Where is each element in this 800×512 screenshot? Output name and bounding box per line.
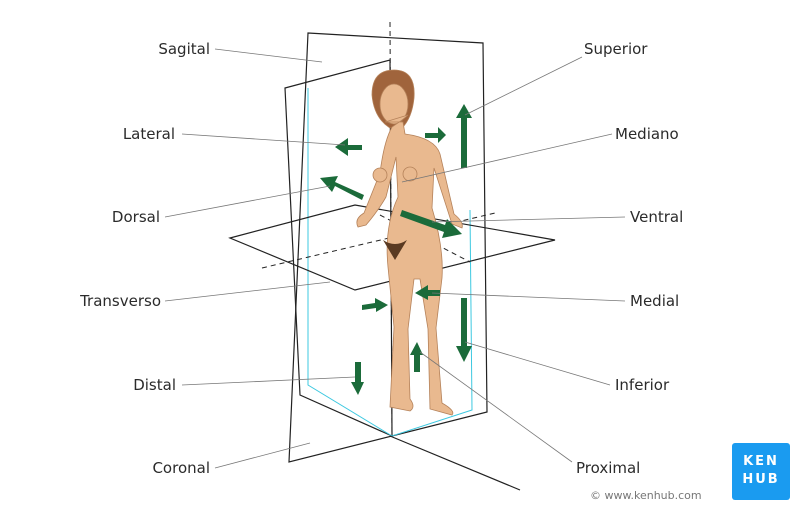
transverse-plane <box>228 204 556 291</box>
direction-arrows <box>320 104 472 395</box>
human-figure <box>356 69 463 416</box>
arrow-medial-upper <box>425 127 446 143</box>
label-distal: Distal <box>133 376 176 394</box>
label-mediano: Mediano <box>615 125 679 143</box>
label-transverso: Transverso <box>80 292 161 310</box>
arrow-lateral <box>335 138 362 156</box>
arrow-medial-leg <box>362 298 388 312</box>
arrow-inferior <box>456 298 472 362</box>
label-lateral: Lateral <box>122 125 175 143</box>
transverse-dashed-2 <box>379 214 471 263</box>
kenhub-logo: KEN HUB <box>732 443 790 500</box>
sagittal-plane-rear-edge <box>389 435 521 491</box>
label-ventral: Ventral <box>630 208 684 226</box>
arrow-distal <box>351 362 364 395</box>
label-coronal: Coronal <box>152 459 210 477</box>
label-dorsal: Dorsal <box>111 208 160 226</box>
label-sagital: Sagital <box>158 40 210 58</box>
label-proximal: Proximal <box>576 459 641 477</box>
leader-lines <box>164 48 626 469</box>
copyright: © www.kenhub.com <box>590 489 702 502</box>
arrow-proximal <box>410 342 423 372</box>
logo-line2: HUB <box>742 472 780 487</box>
arrow-medial-right <box>415 285 440 300</box>
arrow-superior <box>456 104 472 168</box>
label-superior: Superior <box>584 40 648 58</box>
label-inferior: Inferior <box>615 376 670 394</box>
arrow-ventral <box>400 210 462 238</box>
logo-line1: KEN <box>743 454 779 469</box>
arrow-dorsal <box>320 176 364 200</box>
coronal-plane <box>288 32 488 463</box>
label-medial: Medial <box>630 292 680 310</box>
